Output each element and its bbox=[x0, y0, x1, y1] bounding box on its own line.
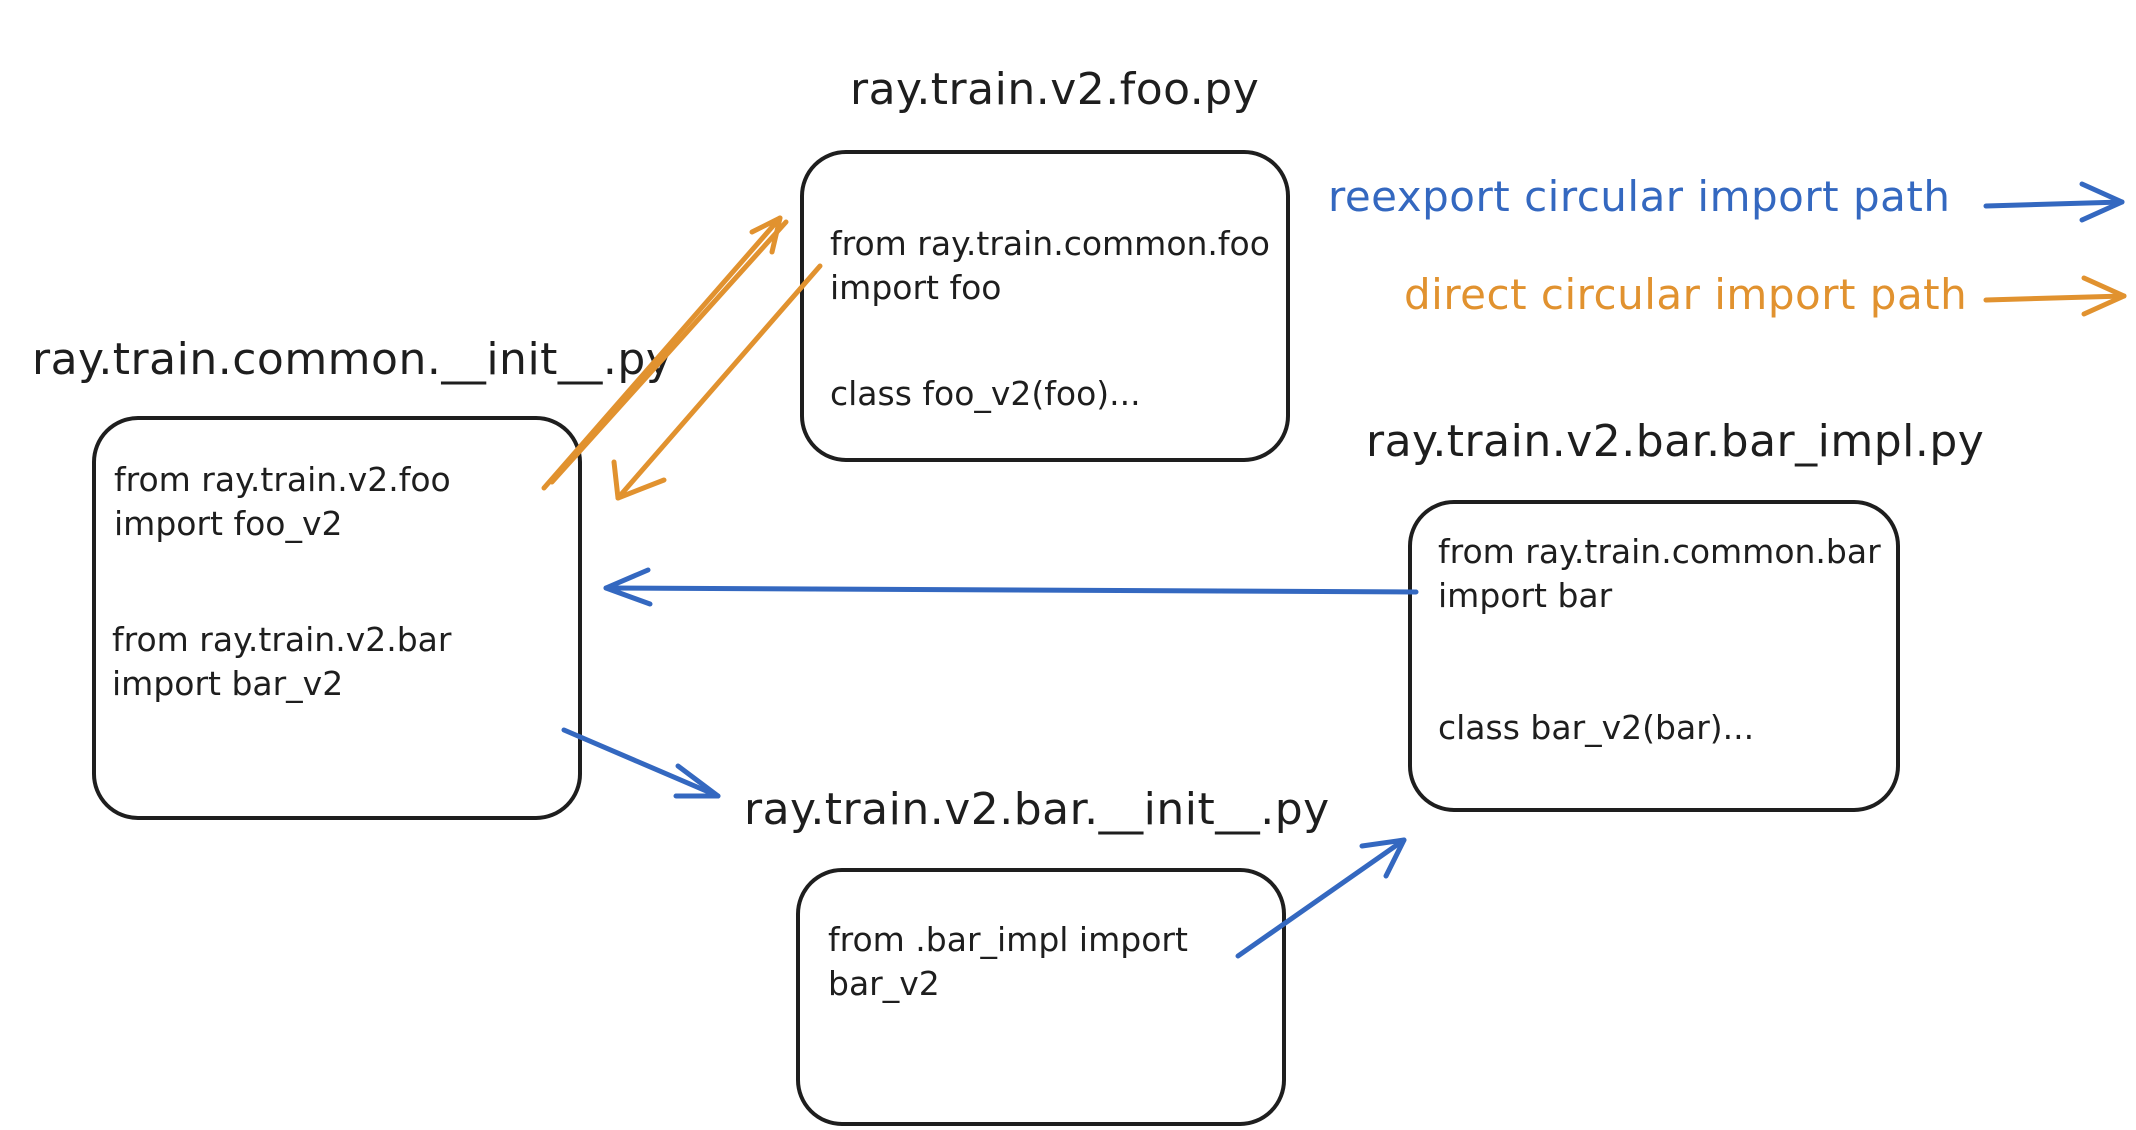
code-line: import foo_v2 bbox=[114, 504, 343, 543]
code-line: from .bar_impl import bbox=[828, 920, 1188, 959]
module-box-v2-foo bbox=[800, 150, 1290, 462]
module-title-bar-impl: ray.train.v2.bar.bar_impl.py bbox=[1366, 416, 1985, 467]
legend-reexport-label: reexport circular import path bbox=[1328, 172, 1951, 221]
code-line: from ray.train.v2.bar bbox=[112, 620, 452, 659]
code-line: from ray.train.common.bar bbox=[1438, 532, 1881, 571]
module-title-bar-init: ray.train.v2.bar.__init__.py bbox=[744, 784, 1330, 835]
arrow-common-to-foo bbox=[541, 215, 789, 491]
legend-direct-label: direct circular import path bbox=[1404, 270, 1968, 319]
module-box-bar-impl bbox=[1408, 500, 1900, 812]
legend-direct-arrow bbox=[1983, 275, 2127, 317]
code-line: from ray.train.v2.foo bbox=[114, 460, 451, 499]
code-line: class foo_v2(foo)... bbox=[830, 374, 1141, 413]
module-box-bar-init bbox=[796, 868, 1286, 1126]
legend-reexport-arrow bbox=[1983, 181, 2125, 223]
module-title-v2-foo: ray.train.v2.foo.py bbox=[850, 64, 1260, 115]
arrow-bar-impl-to-common bbox=[603, 567, 1419, 607]
code-line: class bar_v2(bar)... bbox=[1438, 708, 1755, 747]
code-line: import bar bbox=[1438, 576, 1613, 615]
arrow-bar-init-to-bar-impl bbox=[1235, 837, 1407, 959]
arrow-common-to-bar-init bbox=[561, 727, 721, 799]
code-line: bar_v2 bbox=[828, 964, 940, 1003]
module-title-common-init: ray.train.common.__init__.py bbox=[32, 334, 673, 385]
code-line: from ray.train.common.foo bbox=[830, 224, 1270, 263]
code-line: import foo bbox=[830, 268, 1002, 307]
code-line: import bar_v2 bbox=[112, 664, 344, 703]
module-box-common-init bbox=[92, 416, 582, 820]
arrow-foo-to-common bbox=[611, 263, 823, 501]
